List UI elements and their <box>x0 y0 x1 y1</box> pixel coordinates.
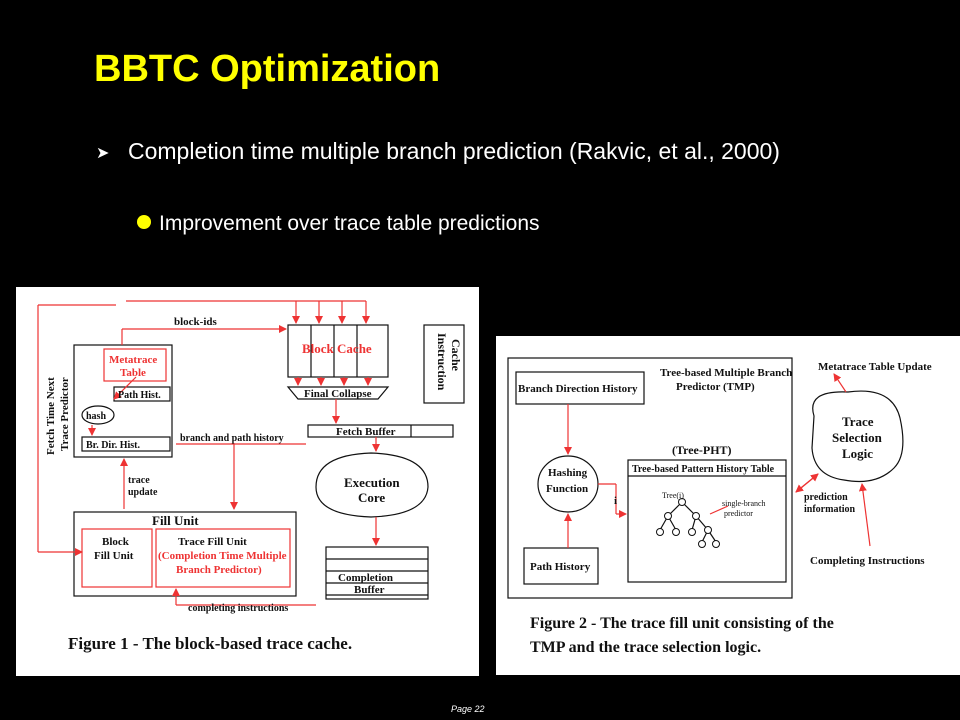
label-branch-direction-history: Branch Direction History <box>518 383 638 395</box>
path-history-box <box>523 547 599 585</box>
label-execution: Execution <box>344 475 400 490</box>
label-buffer: Buffer <box>354 584 385 596</box>
label-completion: Completion <box>338 572 393 584</box>
label-completing-instructions: Completing Instructions <box>810 555 925 567</box>
label-fill-unit: Fill Unit <box>152 513 199 528</box>
label-trace-predictor: Trace Predictor <box>59 377 71 451</box>
label-metatrace-table-update: Metatrace Table Update <box>818 361 932 373</box>
trace-selection-logic-shape <box>811 390 904 483</box>
label-branch-path-history: branch and path history <box>180 433 284 444</box>
figure-1-caption: Figure 1 - The block-based trace cache. <box>68 634 352 653</box>
bullet-text: Improvement over trace table predictions <box>159 212 540 235</box>
label-table: Table <box>120 367 146 379</box>
label-br-dir-hist: Br. Dir. Hist. <box>86 440 140 451</box>
completion-buffer-box <box>325 546 429 600</box>
label-index-i: i <box>614 495 617 507</box>
label-metatrace: Metatrace <box>109 354 157 366</box>
block-cache-box <box>287 324 389 378</box>
figure-2-caption-line-1: Figure 2 - The trace fill unit consistin… <box>530 615 834 632</box>
label-instruction: Instruction <box>435 333 449 391</box>
label-selection: Selection <box>832 430 883 445</box>
pattern-history-table-box <box>627 459 787 583</box>
label-tree-based-mbp: Tree-based Multiple Branch <box>660 367 792 379</box>
label-hash: hash <box>86 411 106 422</box>
instruction-cache-box <box>423 324 465 404</box>
label-hashing: Hashing <box>548 467 588 479</box>
label-block-fill-unit: Fill Unit <box>94 550 134 562</box>
figure-1-diagram: block-ids Block Cache Final Collapse Ins… <box>37 300 465 653</box>
block-fill-unit-box <box>81 528 153 588</box>
label-final-collapse: Final Collapse <box>304 388 372 400</box>
figure-2-caption-line-2: TMP and the trace selection logic. <box>530 639 761 656</box>
label-trace: Trace <box>842 414 874 429</box>
label-function: Function <box>546 483 588 495</box>
tmp-outer-box <box>507 357 793 599</box>
round-bullet-icon <box>137 215 151 230</box>
label-tree-i: Tree(i) <box>662 491 684 500</box>
label-block-cache: Block Cache <box>302 341 372 356</box>
hash-ellipse <box>81 405 115 425</box>
slide-title: BBTC Optimization <box>94 48 441 90</box>
figure-2-diagram: Branch Direction History Tree-based Mult… <box>507 357 932 656</box>
label-trace: trace <box>128 475 150 486</box>
label-logic: Logic <box>842 446 873 461</box>
trace-fill-unit-box <box>155 528 291 588</box>
label-block-ids: block-ids <box>174 316 218 328</box>
label-predictor-tmp: Predictor (TMP) <box>676 381 755 393</box>
figure-2-trace-fill-unit: Branch Direction History Tree-based Mult… <box>496 336 960 675</box>
label-fetch-time-next: Fetch Time Next <box>45 377 57 455</box>
label-path-history: Path History <box>530 561 591 573</box>
trace-predictor-box <box>73 344 173 458</box>
label-branch-predictor: Branch Predictor) <box>176 564 262 576</box>
label-path-hist: Path Hist. <box>118 390 161 401</box>
label-single-branch: single-branch <box>722 499 766 508</box>
br-dir-hist-box <box>81 436 171 452</box>
label-information: information <box>804 504 856 515</box>
final-collapse-shape <box>286 386 390 400</box>
bullet-improvement: Improvement over trace table predictions <box>137 210 540 238</box>
figure-1-block-based-trace-cache: block-ids Block Cache Final Collapse Ins… <box>16 287 479 676</box>
bullet-text: Completion time multiple branch predicti… <box>128 138 780 164</box>
label-core: Core <box>358 490 385 505</box>
label-tree-pht: (Tree-PHT) <box>672 443 732 457</box>
arrow-bullet-icon: ➤ <box>96 145 110 162</box>
label-cache: Cache <box>449 339 463 372</box>
label-tree-based-pattern-history-table: Tree-based Pattern History Table <box>632 464 775 475</box>
label-fetch-buffer: Fetch Buffer <box>336 426 396 438</box>
label-completing-instructions: completing instructions <box>188 603 288 614</box>
page-number: Page 22 <box>451 704 485 714</box>
branch-direction-history-box <box>515 371 645 405</box>
label-block: Block <box>102 536 130 548</box>
fill-unit-box <box>73 511 297 597</box>
label-prediction: prediction <box>804 492 848 503</box>
label-update: update <box>128 487 158 498</box>
fetch-buffer-box <box>307 424 454 438</box>
execution-core-shape <box>315 452 429 518</box>
label-predictor: predictor <box>724 509 753 518</box>
bullet-completion-time: ➤ Completion time multiple branch predic… <box>96 136 896 167</box>
label-completion-time-multiple: (Completion Time Multiple <box>158 550 287 562</box>
label-trace-fill-unit: Trace Fill Unit <box>178 536 247 548</box>
metatrace-table-box <box>103 348 167 382</box>
